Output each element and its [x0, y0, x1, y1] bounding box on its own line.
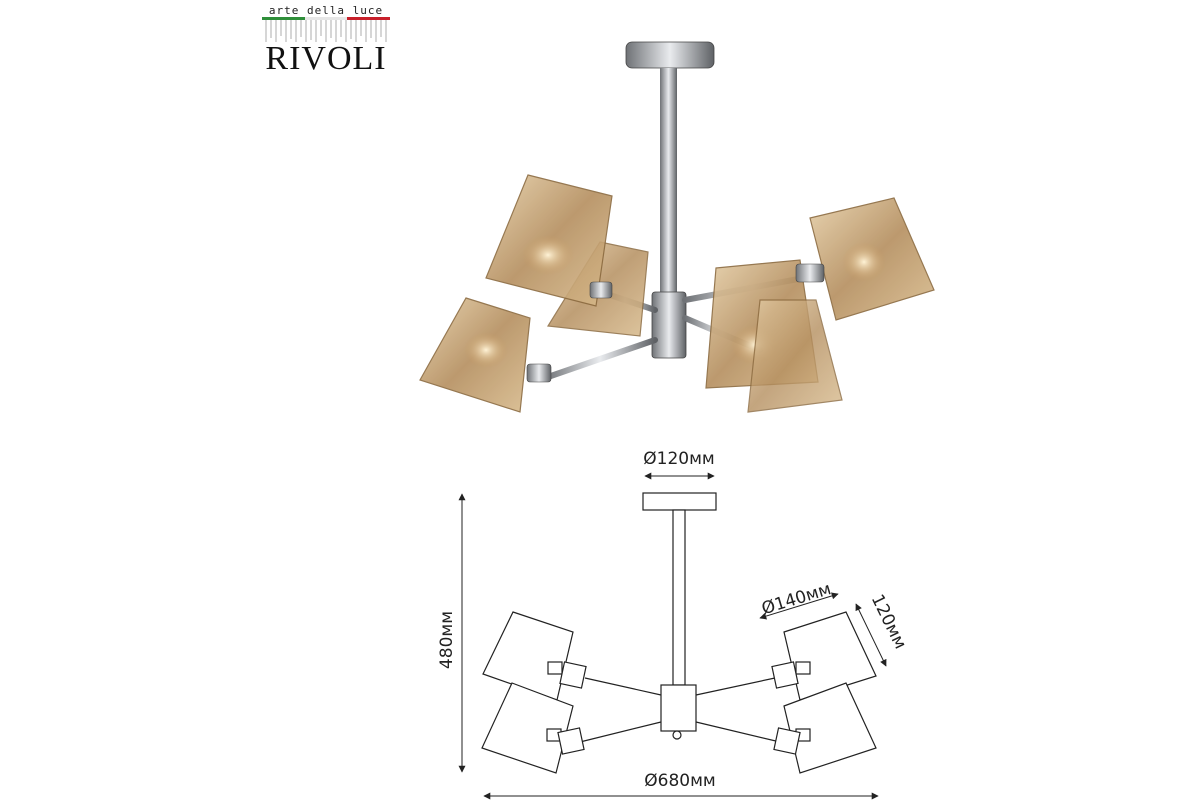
- dim-label-shade-height: 120мм: [867, 591, 910, 652]
- photo-socket: [589, 281, 613, 299]
- drawing-arm: [695, 677, 776, 696]
- photo-socket: [526, 363, 552, 383]
- drawing-shade: [482, 611, 587, 701]
- dim-label-width: Ø680мм: [644, 771, 715, 791]
- dim-line-shade-diameter: [759, 592, 839, 620]
- drawing-stem: [672, 509, 686, 686]
- drawing-shade: [481, 682, 585, 774]
- logo-brand-name: RIVOLI: [265, 40, 387, 77]
- drawing-hub-knob: [672, 730, 682, 740]
- drawing-arm: [579, 721, 662, 743]
- brand-logo: arte della luce RIVOLI: [262, 4, 392, 78]
- dim-line-shade-height: [855, 603, 887, 667]
- flag-red: [347, 17, 391, 20]
- logo-streaks-icon: [265, 20, 387, 42]
- logo-tagline: arte della luce: [268, 4, 384, 17]
- photo-hub: [651, 291, 687, 359]
- drawing-hub: [660, 684, 697, 732]
- dim-label-height: 480мм: [437, 611, 457, 669]
- chandelier-photo: [419, 41, 935, 413]
- flag-green: [262, 17, 305, 20]
- drawing-arm: [584, 677, 662, 696]
- dim-label-shade-diameter: Ø140мм: [759, 579, 833, 619]
- photo-stem: [660, 68, 677, 294]
- flag-white: [304, 17, 348, 20]
- drawing-shade: [773, 682, 877, 774]
- italian-flag-stripe: [262, 17, 391, 20]
- drawing-shade: [771, 611, 877, 701]
- dim-label-canopy: Ø120мм: [643, 449, 714, 469]
- drawing-canopy: [642, 492, 717, 511]
- photo-shade: [747, 299, 843, 413]
- photo-arm: [542, 337, 658, 381]
- drawing-arm: [695, 721, 781, 743]
- photo-socket: [795, 263, 825, 283]
